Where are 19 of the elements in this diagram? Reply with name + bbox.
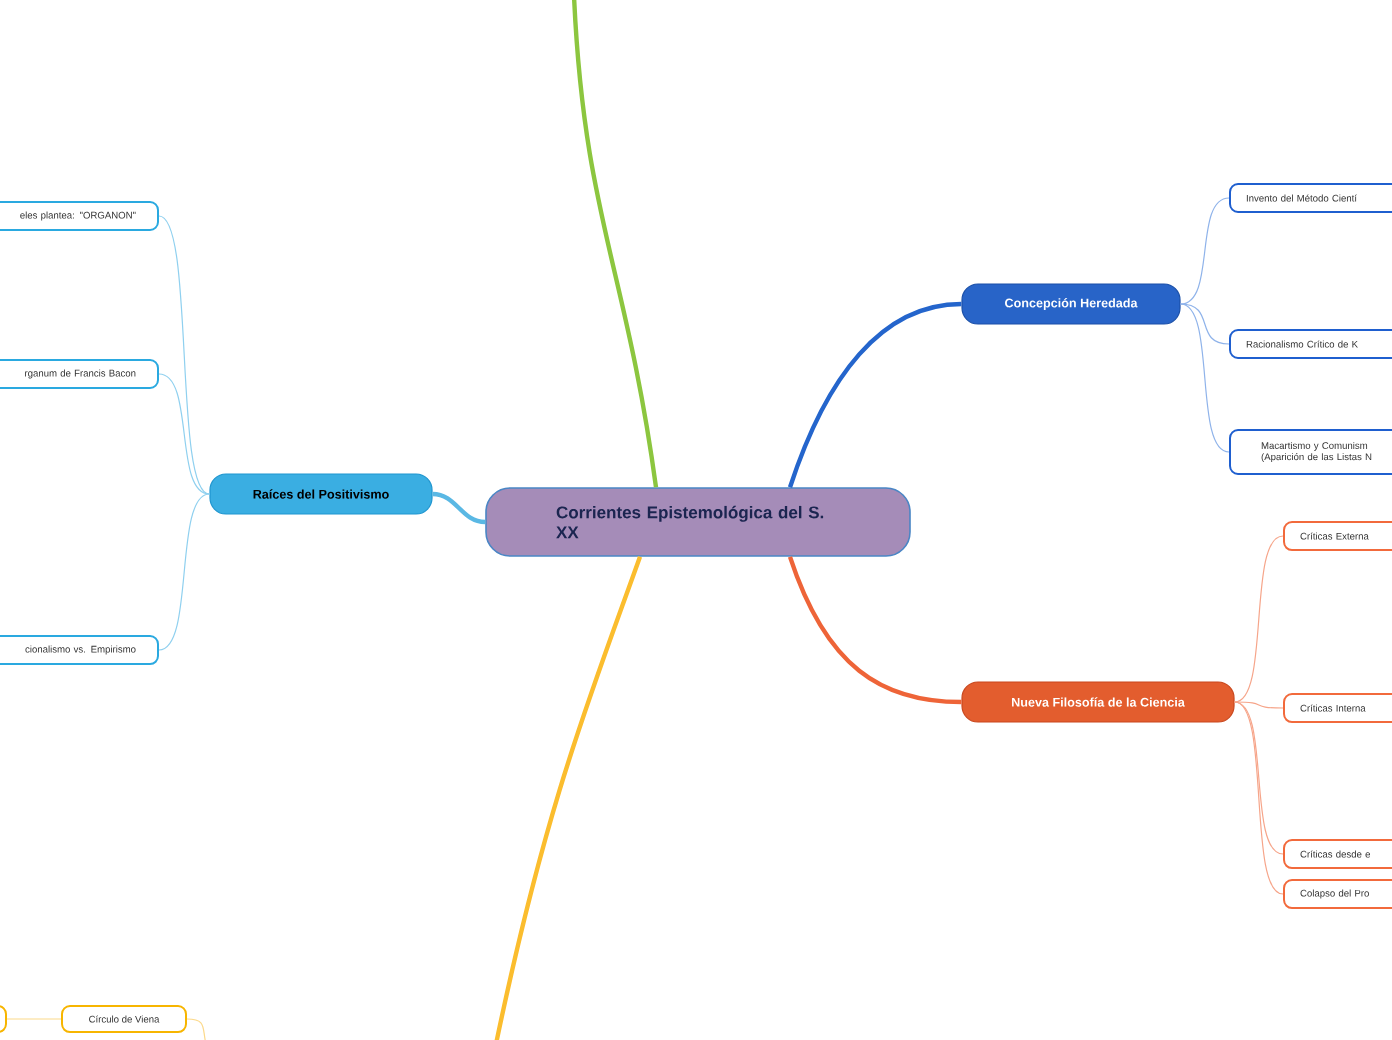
connector-line <box>1234 701 1284 895</box>
connector-line <box>1180 303 1230 345</box>
connector-line <box>571 0 659 488</box>
connector-line <box>158 373 210 495</box>
connector-line <box>787 301 962 488</box>
connector-line <box>158 493 210 651</box>
connector-line <box>1234 701 1284 709</box>
central-topic: Corrientes Epistemológica del S. XX <box>485 487 911 557</box>
connector-line <box>1234 701 1284 855</box>
connector-line <box>432 491 486 525</box>
connector-line <box>1234 535 1284 703</box>
connector-line <box>186 1018 207 1040</box>
connector-line <box>158 215 210 495</box>
empty-box <box>0 1005 7 1033</box>
connector-line <box>787 556 962 705</box>
connector-line <box>6 1018 62 1020</box>
connector-line <box>1180 303 1230 453</box>
connector-line <box>1180 197 1230 305</box>
connector-line <box>493 556 643 1040</box>
